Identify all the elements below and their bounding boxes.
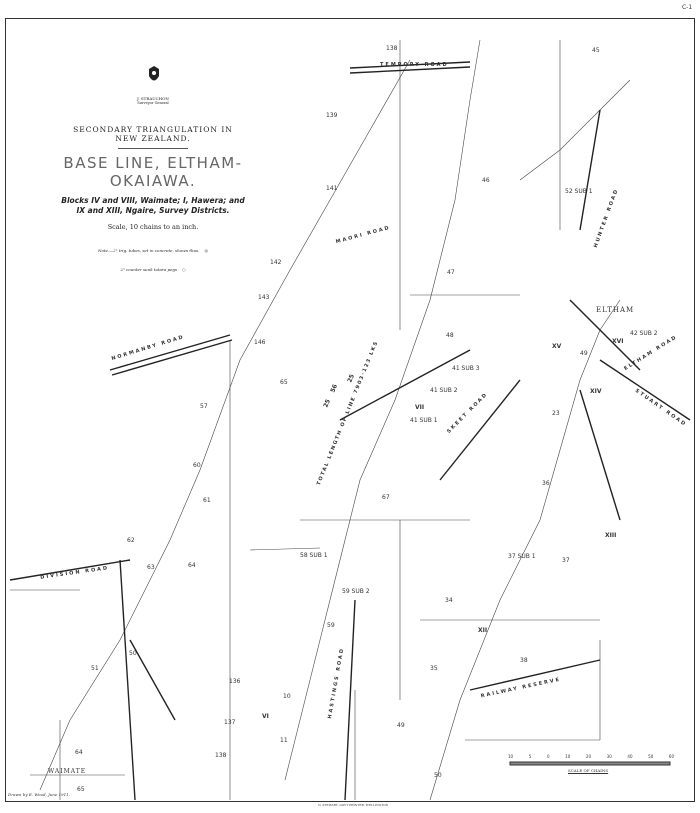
- scale-tick: 60: [668, 754, 674, 759]
- crest-icon: [149, 66, 159, 81]
- section-label: 58 SUB 1: [300, 552, 328, 559]
- section-label: 48: [446, 332, 454, 339]
- trig-tube-symbol: ◎: [204, 248, 209, 253]
- section-label: 50: [434, 772, 442, 779]
- section-label: 37: [562, 557, 570, 564]
- trig-station-label: XIII: [605, 532, 617, 539]
- section-label: 143: [258, 294, 270, 301]
- section-label: 57: [200, 403, 208, 410]
- road-tempory: TEMPORY ROAD: [380, 62, 449, 68]
- section-label: 42 SUB 2: [630, 330, 658, 337]
- scale-tick: 10: [565, 754, 571, 759]
- section-label: 10: [283, 693, 291, 700]
- section-label: 45: [592, 47, 600, 54]
- surveyor-role: Surveyor General: [137, 101, 169, 105]
- note-trig-tubes: Note.—2" trig. tubes, set in concrete, s…: [97, 248, 200, 253]
- section-label: 146: [254, 339, 266, 346]
- scale-bar: [509, 761, 671, 766]
- section-label: 36: [542, 480, 550, 487]
- trig-station-label: XII: [478, 627, 488, 634]
- scale-tick: 5: [528, 754, 532, 759]
- peg-symbol: ○: [182, 267, 186, 272]
- scale-tick: 0: [546, 754, 550, 759]
- section-label: 142: [270, 259, 282, 266]
- section-label: 67: [382, 494, 390, 501]
- base-line: [284, 39, 481, 781]
- section-label: 64: [188, 562, 196, 569]
- section-label: 37 SUB 1: [508, 553, 536, 560]
- title-block: J. STRAUCHON Surveyor General SECONDARY …: [30, 60, 276, 275]
- printer-credit: N. STEWART, GOVT PRINTER, WELLINGTON: [318, 803, 389, 807]
- drawn-by: Drawn by E. Wood, June 1911.: [8, 792, 70, 797]
- map-frame: [5, 18, 695, 802]
- blocks-line2: IX and XIII, Ngaire, Survey Districts.: [76, 206, 230, 215]
- section-label: 138: [215, 752, 227, 759]
- section-label: 41 SUB 3: [452, 365, 480, 372]
- section-label: 11: [280, 737, 288, 744]
- section-label: 65: [77, 786, 85, 793]
- section-label: 41 SUB 2: [430, 387, 458, 394]
- section-label: 61: [203, 497, 211, 504]
- section-label: 51: [91, 665, 99, 672]
- section-label: 141: [326, 185, 338, 192]
- section-label: 59: [327, 622, 335, 629]
- scale-tick: 40: [627, 754, 633, 759]
- section-label: 59 SUB 2: [342, 588, 370, 595]
- section-label: 136: [229, 678, 241, 685]
- place-eltham: ELTHAM: [596, 306, 635, 314]
- section-label: 62: [127, 537, 135, 544]
- trig-station-label: VII: [415, 404, 425, 411]
- place-waimate: WAIMATE: [48, 768, 87, 775]
- section-label: 23: [552, 410, 560, 417]
- traverse-line: [39, 59, 411, 791]
- section-label: 49: [397, 722, 405, 729]
- heading-line2: NEW ZEALAND.: [115, 134, 191, 143]
- scale-tick: 30: [606, 754, 612, 759]
- section-label: 41 SUB 1: [410, 417, 438, 424]
- section-label: 34: [445, 597, 453, 604]
- section-label: 63: [147, 564, 155, 571]
- heading-line1: SECONDARY TRIANGULATION IN: [73, 125, 233, 134]
- section-label: 138: [386, 45, 398, 52]
- sheet-ref: C-1: [682, 4, 693, 11]
- section-label: 50: [129, 650, 137, 657]
- trig-station-label: VI: [262, 713, 269, 720]
- scale-bar-ticks: 10 5 0 10 20 30 40 50 60: [508, 754, 674, 759]
- section-label: 60: [193, 462, 201, 469]
- section-label: 137: [224, 719, 236, 726]
- section-label: 49: [580, 350, 588, 357]
- scale-tick: 50: [648, 754, 654, 759]
- section-label: 47: [447, 269, 455, 276]
- section-label: 38: [520, 657, 528, 664]
- main-title: BASE LINE, ELTHAM-OKAIAWA.: [63, 154, 243, 190]
- scale-bar-label: SCALE OF CHAINS: [568, 768, 609, 773]
- section-label: 52 SUB 1: [565, 188, 593, 195]
- trig-station-label: XVI: [612, 338, 624, 345]
- section-label: 35: [430, 665, 438, 672]
- divider: [118, 148, 188, 149]
- scale-tick: 20: [585, 754, 591, 759]
- trig-station-label: XIV: [590, 388, 602, 395]
- section-label: 64: [75, 749, 83, 756]
- note-pegs: 2" counter sunk totara pegs: [120, 267, 178, 272]
- scale-tick: 10: [508, 754, 514, 759]
- blocks-line1: Blocks IV and VIII, Waimate; I, Hawera; …: [61, 196, 245, 205]
- section-label: 65: [280, 379, 288, 386]
- section-label: 139: [326, 112, 338, 119]
- scale-text: Scale, 10 chains to an inch.: [107, 223, 199, 231]
- trig-station-label: XV: [552, 343, 562, 350]
- section-label: 46: [482, 177, 490, 184]
- surveyor-name: J. STRAUCHON: [137, 96, 169, 101]
